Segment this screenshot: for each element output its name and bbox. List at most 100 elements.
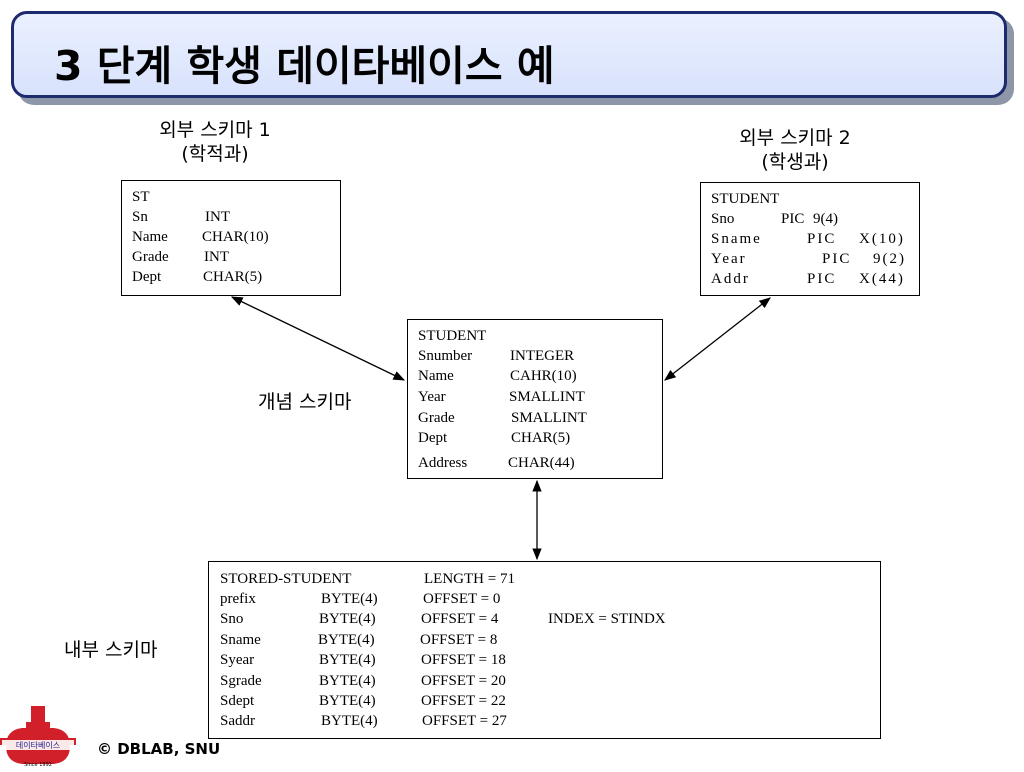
field-type: SMALLINT [509, 389, 585, 405]
field-name: Sno [220, 611, 244, 627]
external-schema-1-box: ST Sn INT Name CHAR(10) Grade INT Dept C… [121, 180, 341, 296]
table-row: Name CHAR(10) [122, 227, 340, 247]
table-row: Grade SMALLINT [408, 408, 662, 428]
field-pic: PIC [781, 211, 805, 227]
record-name: STUDENT [418, 328, 487, 344]
table-row: Grade INT [122, 247, 340, 267]
field-name: Dept [418, 430, 448, 446]
field-type: BYTE(4) [319, 652, 376, 668]
label-line: 외부 스키마 1 [159, 119, 271, 141]
field-name: Addr [711, 271, 750, 287]
table-row: Dept CHAR(5) [408, 428, 662, 448]
table-row: Syear BYTE(4) OFFSET = 18 [209, 650, 880, 670]
table-row: prefix BYTE(4) OFFSET = 0 [209, 589, 880, 609]
field-type: CHAR(5) [511, 430, 571, 446]
table-row: STUDENT [408, 326, 662, 346]
field-name: Sdept [220, 693, 255, 709]
field-type: INT [204, 249, 229, 265]
table-row: Sname PIC X(10) [701, 229, 919, 249]
title-banner: 3 단계 학생 데이타베이스 예 [11, 11, 1007, 98]
field-type: BYTE(4) [319, 673, 376, 689]
field-offset: OFFSET = 22 [421, 693, 506, 709]
record-name: STUDENT [711, 191, 780, 207]
field-type: CAHR(10) [510, 368, 577, 384]
field-name: Snumber [418, 348, 473, 364]
table-row: Year SMALLINT [408, 387, 662, 407]
field-name: Name [132, 229, 168, 245]
field-type: BYTE(4) [321, 591, 378, 607]
external-schema-2-box: STUDENT Sno PIC 9(4) Sname PIC X(10) Yea… [700, 182, 920, 296]
field-index: INDEX = STINDX [548, 611, 666, 627]
table-row: Sname BYTE(4) OFFSET = 8 [209, 630, 880, 650]
field-name: Sno [711, 211, 735, 227]
table-row: Sno BYTE(4) OFFSET = 4 INDEX = STINDX [209, 609, 880, 629]
field-format: 9(4) [813, 211, 838, 227]
field-offset: OFFSET = 8 [420, 632, 498, 648]
table-row: Year PIC 9(2) [701, 249, 919, 269]
field-format: X(10) [859, 231, 905, 247]
table-row: Sgrade BYTE(4) OFFSET = 20 [209, 671, 880, 691]
field-offset: OFFSET = 18 [421, 652, 506, 668]
internal-schema-label: 내부 스키마 [64, 639, 158, 661]
field-offset: OFFSET = 27 [422, 713, 507, 729]
field-pic: PIC [822, 251, 852, 267]
logo-since: Since 1992 [24, 762, 52, 768]
field-type: BYTE(4) [321, 713, 378, 729]
field-name: Year [418, 389, 446, 405]
field-name: Sname [220, 632, 261, 648]
field-name: Sname [711, 231, 762, 247]
external1-conceptual-arrow [230, 296, 406, 381]
table-row: Dept CHAR(5) [122, 267, 340, 287]
table-row: Saddr BYTE(4) OFFSET = 27 [209, 711, 880, 731]
field-type: CHAR(10) [202, 229, 269, 245]
field-name: Saddr [220, 713, 255, 729]
field-type: BYTE(4) [319, 611, 376, 627]
field-offset: OFFSET = 4 [421, 611, 499, 627]
label-line: 외부 스키마 2 [739, 127, 851, 149]
field-offset: OFFSET = 0 [423, 591, 501, 607]
field-name: Grade [418, 410, 455, 426]
table-row: Snumber INTEGER [408, 346, 662, 366]
field-pic: PIC [807, 231, 837, 247]
label-line: (학적과) [181, 143, 249, 165]
table-row: STORED-STUDENT LENGTH = 71 [209, 569, 880, 589]
dblab-logo: 데이타베이스 Since 1992 [0, 700, 76, 768]
logo-text: 데이타베이스 [16, 740, 60, 750]
record-name: STORED-STUDENT [220, 571, 352, 587]
field-type: INTEGER [510, 348, 575, 364]
field-type: BYTE(4) [318, 632, 375, 648]
conceptual-schema-box: STUDENT Snumber INTEGER Name CAHR(10) Ye… [407, 319, 663, 479]
field-name: Syear [220, 652, 255, 668]
table-row: Addr PIC X(44) [701, 269, 919, 289]
field-type: CHAR(5) [203, 269, 263, 285]
copyright-text: © DBLAB, SNU [97, 740, 221, 758]
record-length: LENGTH = 71 [424, 571, 515, 587]
table-row: STUDENT [701, 189, 919, 209]
external-schema-1-label: 외부 스키마 1 (학적과) [120, 118, 310, 166]
table-row: Sn INT [122, 207, 340, 227]
record-name: ST [132, 189, 150, 205]
table-row: Name CAHR(10) [408, 366, 662, 386]
field-type: BYTE(4) [319, 693, 376, 709]
internal-schema-box: STORED-STUDENT LENGTH = 71 prefix BYTE(4… [208, 561, 881, 739]
field-format: X(44) [859, 271, 905, 287]
logo-graphic: 데이타베이스 Since 1992 [0, 700, 76, 768]
table-row: ST [122, 187, 340, 207]
table-row: Address CHAR(44) [408, 453, 662, 473]
field-name: Name [418, 368, 454, 384]
label-line: (학생과) [761, 151, 829, 173]
field-pic: PIC [807, 271, 837, 287]
field-name: Sgrade [220, 673, 262, 689]
field-name: Sn [132, 209, 148, 225]
field-name: prefix [220, 591, 256, 607]
field-name: Year [711, 251, 747, 267]
external-schema-2-label: 외부 스키마 2 (학생과) [700, 126, 890, 174]
field-type: CHAR(44) [508, 455, 575, 471]
field-offset: OFFSET = 20 [421, 673, 506, 689]
field-format: 9(2) [873, 251, 906, 267]
field-name: Address [418, 455, 468, 471]
table-row: Sdept BYTE(4) OFFSET = 22 [209, 691, 880, 711]
table-row: Sno PIC 9(4) [701, 209, 919, 229]
conceptual-schema-label: 개념 스키마 [258, 391, 352, 413]
